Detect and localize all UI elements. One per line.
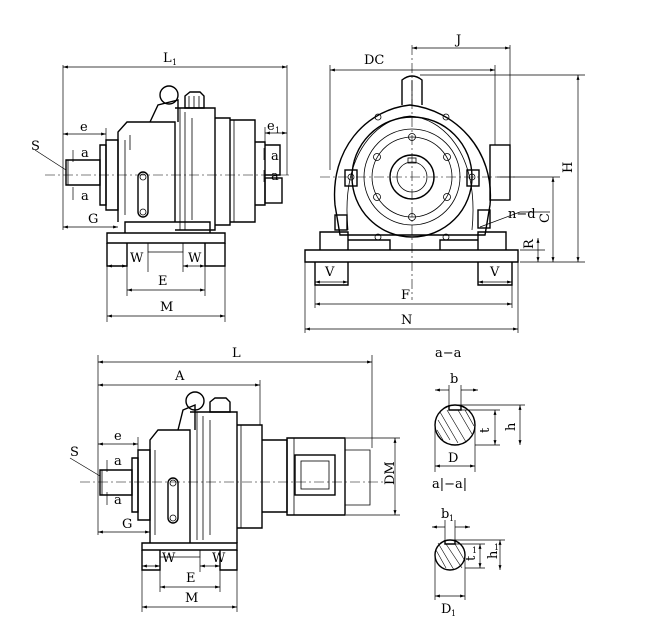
label-L1: L (163, 51, 172, 66)
label-DC: DC (364, 53, 384, 68)
label-V-left: V (324, 265, 335, 280)
label-n-d: n−d (508, 207, 536, 222)
label-W-motor-right: W (212, 551, 226, 566)
label-C: C (538, 213, 553, 223)
label-D1: D (441, 602, 451, 617)
label-R: R (522, 238, 537, 249)
label-W-right: W (188, 251, 202, 266)
label-W-left: W (130, 251, 144, 266)
label-a-top-left: a (81, 146, 89, 161)
label-F: F (401, 288, 410, 303)
label-e: e (80, 120, 88, 135)
label-e-motor: e (114, 429, 122, 444)
label-E-motor: E (186, 571, 196, 586)
label-G-motor: G (122, 517, 132, 532)
label-b1-sub: 1 (449, 514, 454, 523)
label-L1-sub: 1 (172, 58, 177, 67)
label-h1-sub: 1 (494, 543, 499, 552)
label-A: A (174, 369, 185, 384)
label-b: b (450, 372, 458, 387)
label-section-aa: a−a (435, 346, 462, 361)
label-e1-sub: 1 (275, 126, 280, 135)
label-W-motor-left: W (162, 551, 176, 566)
label-V-right: V (489, 265, 500, 280)
label-t1-sub: 1 (472, 546, 477, 555)
label-a-bottom-left: a (81, 189, 89, 204)
label-h1: h (486, 550, 501, 559)
label-H: H (561, 162, 576, 173)
label-a-motor-bottom: a (114, 493, 122, 508)
side-view-motor (69, 355, 400, 612)
label-N: N (401, 313, 412, 328)
label-M-motor: M (185, 591, 198, 606)
label-D1-sub: 1 (451, 609, 456, 618)
label-E: E (158, 274, 168, 289)
label-e1: e (267, 119, 275, 134)
label-S-motor: S (70, 445, 79, 460)
shaft-section-a1a1 (432, 520, 505, 600)
label-DM: DM (383, 461, 398, 485)
label-h: h (504, 422, 519, 431)
label-a-top-right: a (271, 149, 279, 164)
label-a-motor-top: a (114, 454, 122, 469)
label-a-bottom-right: a (271, 169, 279, 184)
label-J: J (454, 33, 461, 48)
label-S: S (31, 139, 40, 154)
side-view-top (34, 65, 290, 322)
label-t: t (478, 427, 493, 433)
label-M: M (160, 300, 173, 315)
label-a-a: a|−a| (432, 477, 467, 492)
label-t1: t (464, 555, 479, 561)
shaft-section-aa (435, 385, 525, 472)
label-b1: b (441, 507, 449, 522)
label-D: D (448, 451, 458, 466)
label-G: G (88, 212, 98, 227)
label-L: L (232, 346, 241, 361)
front-view-top (304, 45, 585, 333)
